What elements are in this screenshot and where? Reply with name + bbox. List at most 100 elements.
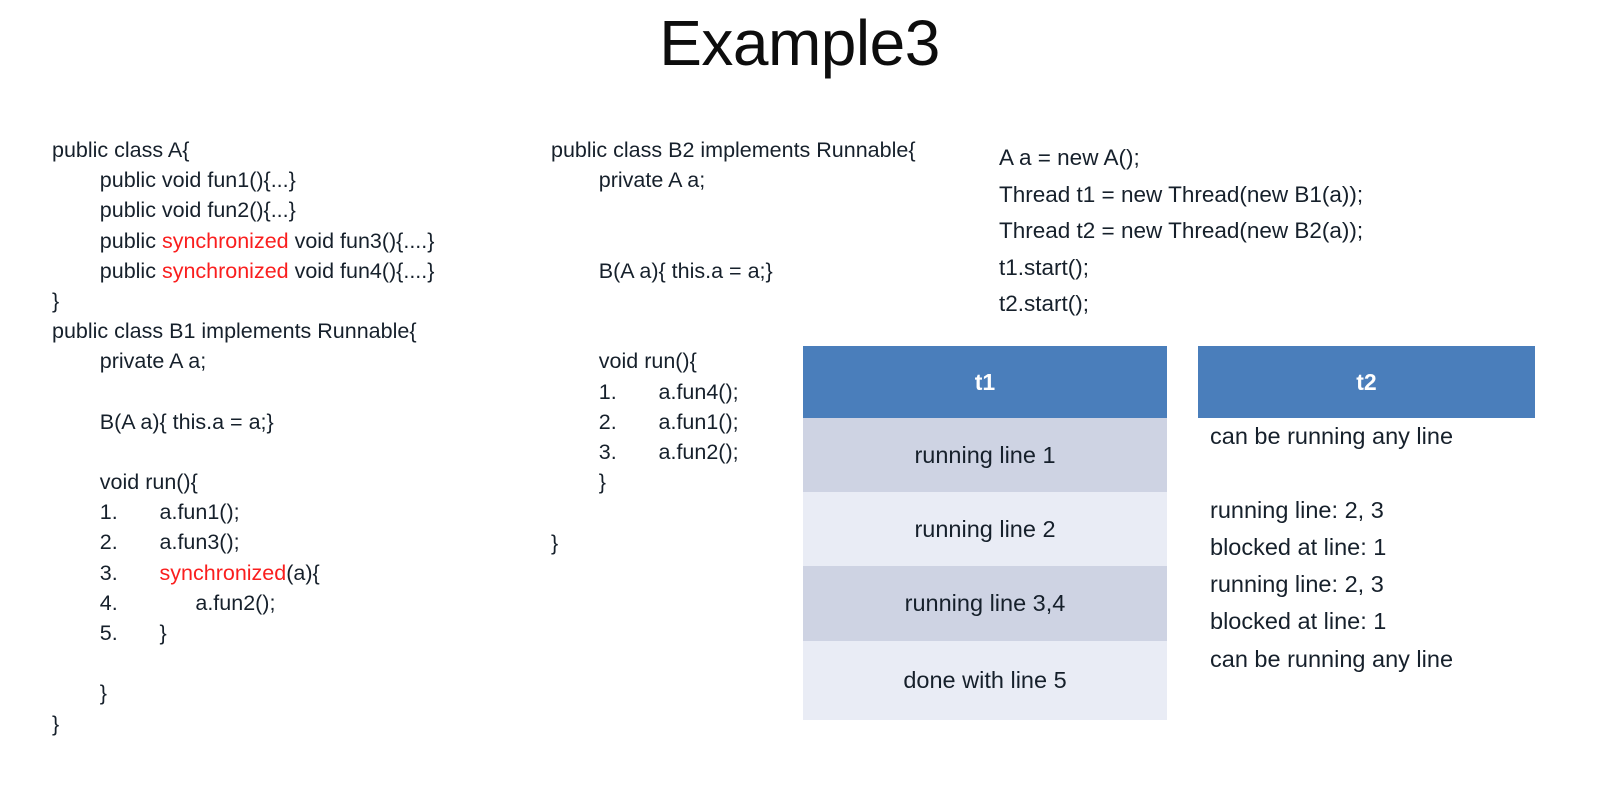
- table-row: running line: 2, 3 blocked at line: 1: [1198, 566, 1535, 641]
- code-text: [52, 651, 58, 675]
- code-text: B(A a){ this.a = a;}: [551, 258, 773, 283]
- code-text: [551, 319, 557, 343]
- keyword-synchronized: synchronized: [159, 560, 287, 585]
- code-text: 2. a.fun3();: [52, 530, 240, 555]
- cell-text: running line 2: [914, 515, 1056, 542]
- code-line: public class B2 implements Runnable{: [551, 135, 916, 165]
- thread-table-t2: t2 can be running any line running line:…: [1198, 346, 1535, 720]
- code-text: void fun4(){....}: [288, 258, 435, 283]
- cell-text: can be running any line: [1210, 423, 1454, 449]
- code-text: 3.: [52, 560, 160, 585]
- code-block-class-b1: public class B1 implements Runnable{ pri…: [52, 316, 417, 739]
- code-line: t1.start();: [999, 250, 1363, 287]
- code-text: public void fun1(){...}: [52, 168, 296, 193]
- cell-text: blocked at line: 1: [1210, 608, 1387, 634]
- code-text: [551, 500, 557, 524]
- table-row: running line 1: [803, 418, 1167, 492]
- code-block-main: A a = new A(); Thread t1 = new Thread(new…: [999, 140, 1363, 323]
- table-row: running line: 2, 3 blocked at line: 1: [1198, 492, 1535, 566]
- code-text: void run(){: [551, 349, 697, 374]
- code-line: B(A a){ this.a = a;}: [52, 407, 417, 437]
- code-line: }: [52, 678, 417, 708]
- code-text: [551, 229, 557, 253]
- code-line: private A a;: [551, 165, 916, 195]
- table-row: running line 3,4: [803, 566, 1167, 641]
- code-text: 4. a.fun2();: [52, 590, 276, 615]
- code-line: void run(){: [551, 346, 916, 376]
- code-line: Thread t1 = new Thread(new B1(a));: [999, 177, 1363, 214]
- code-line: t2.start();: [999, 286, 1363, 323]
- code-text: 5. }: [52, 621, 167, 646]
- code-line: [551, 316, 916, 346]
- code-text: [52, 440, 58, 464]
- code-text: }: [52, 681, 107, 706]
- code-text: public class A{: [52, 138, 190, 162]
- code-line: }: [551, 467, 916, 497]
- cell-text: running line 3,4: [904, 590, 1066, 616]
- code-text: Thread t2 = new Thread(new B2(a));: [999, 218, 1364, 244]
- cell-text: running line 1: [914, 441, 1056, 468]
- code-block-class-b2: public class B2 implements Runnable{ pri…: [551, 135, 916, 558]
- code-line: }: [551, 528, 916, 558]
- code-line: B(A a){ this.a = a;}: [551, 256, 916, 286]
- code-line: 1. a.fun4();: [551, 377, 916, 407]
- code-text: 1. a.fun1();: [52, 500, 240, 525]
- cell-text: done with line 5: [903, 667, 1067, 693]
- keyword-synchronized: synchronized: [161, 228, 289, 253]
- code-text: [551, 198, 557, 222]
- code-text: }: [52, 289, 60, 314]
- code-line: Thread t2 = new Thread(new B2(a));: [999, 213, 1363, 250]
- thread-table-t1-header: t1: [803, 346, 1167, 418]
- code-line: A a = new A();: [999, 140, 1363, 177]
- code-text: }: [551, 470, 606, 495]
- code-text: B(A a){ this.a = a;}: [52, 409, 274, 434]
- code-line: 3. a.fun2();: [551, 437, 916, 467]
- code-text: Thread t1 = new Thread(new B1(a));: [999, 181, 1364, 207]
- code-line: [52, 376, 417, 406]
- code-line: 2. a.fun1();: [551, 407, 916, 437]
- code-text: t2.start();: [999, 291, 1090, 317]
- table-row: can be running any line: [1198, 641, 1535, 720]
- code-line: 3. synchronized(a){: [52, 558, 417, 588]
- code-block-class-a: public class A{ public void fun1(){...} …: [52, 135, 434, 316]
- thread-table-t2-header: t2: [1198, 346, 1535, 418]
- code-line: public class A{: [52, 135, 434, 165]
- code-text: public class B1 implements Runnable{: [52, 319, 417, 343]
- code-text: 3. a.fun2();: [551, 440, 739, 465]
- code-line: }: [52, 286, 434, 316]
- code-line: [551, 286, 916, 316]
- code-line: [52, 648, 417, 678]
- cell-text: blocked at line: 1: [1210, 534, 1387, 560]
- code-text: t1.start();: [999, 254, 1090, 280]
- table-row: can be running any line: [1198, 418, 1535, 492]
- code-text: [52, 379, 58, 403]
- code-line: public synchronized void fun4(){....}: [52, 256, 435, 286]
- code-line: 1. a.fun1();: [52, 497, 417, 527]
- code-line: public synchronized void fun3(){....}: [52, 226, 435, 256]
- code-text: public class B2 implements Runnable{: [551, 138, 916, 162]
- code-line: [52, 437, 417, 467]
- code-line: 2. a.fun3();: [52, 527, 417, 557]
- code-text: }: [551, 530, 559, 555]
- cell-text: can be running any line: [1210, 646, 1454, 672]
- code-text: [551, 289, 557, 313]
- code-line: }: [52, 709, 417, 739]
- code-text: void run(){: [52, 470, 198, 495]
- keyword-synchronized: synchronized: [161, 258, 289, 283]
- table-row: done with line 5: [803, 641, 1167, 720]
- cell-text: running line: 2, 3: [1210, 497, 1384, 523]
- code-text: (a){: [286, 560, 320, 585]
- thread-table-t1: t1 running line 1 running line 2 running…: [803, 346, 1167, 720]
- code-line: [551, 226, 916, 256]
- code-line: private A a;: [52, 346, 417, 376]
- table-row: running line 2: [803, 492, 1167, 566]
- code-line: public void fun1(){...}: [52, 165, 434, 195]
- cell-text: running line: 2, 3: [1210, 571, 1384, 597]
- code-line: public class B1 implements Runnable{: [52, 316, 417, 346]
- page-title: Example3: [659, 7, 940, 79]
- code-text: 2. a.fun1();: [551, 409, 739, 434]
- code-text: A a = new A();: [999, 145, 1140, 170]
- code-line: void run(){: [52, 467, 417, 497]
- code-text: private A a;: [551, 168, 706, 193]
- code-text: }: [52, 711, 60, 736]
